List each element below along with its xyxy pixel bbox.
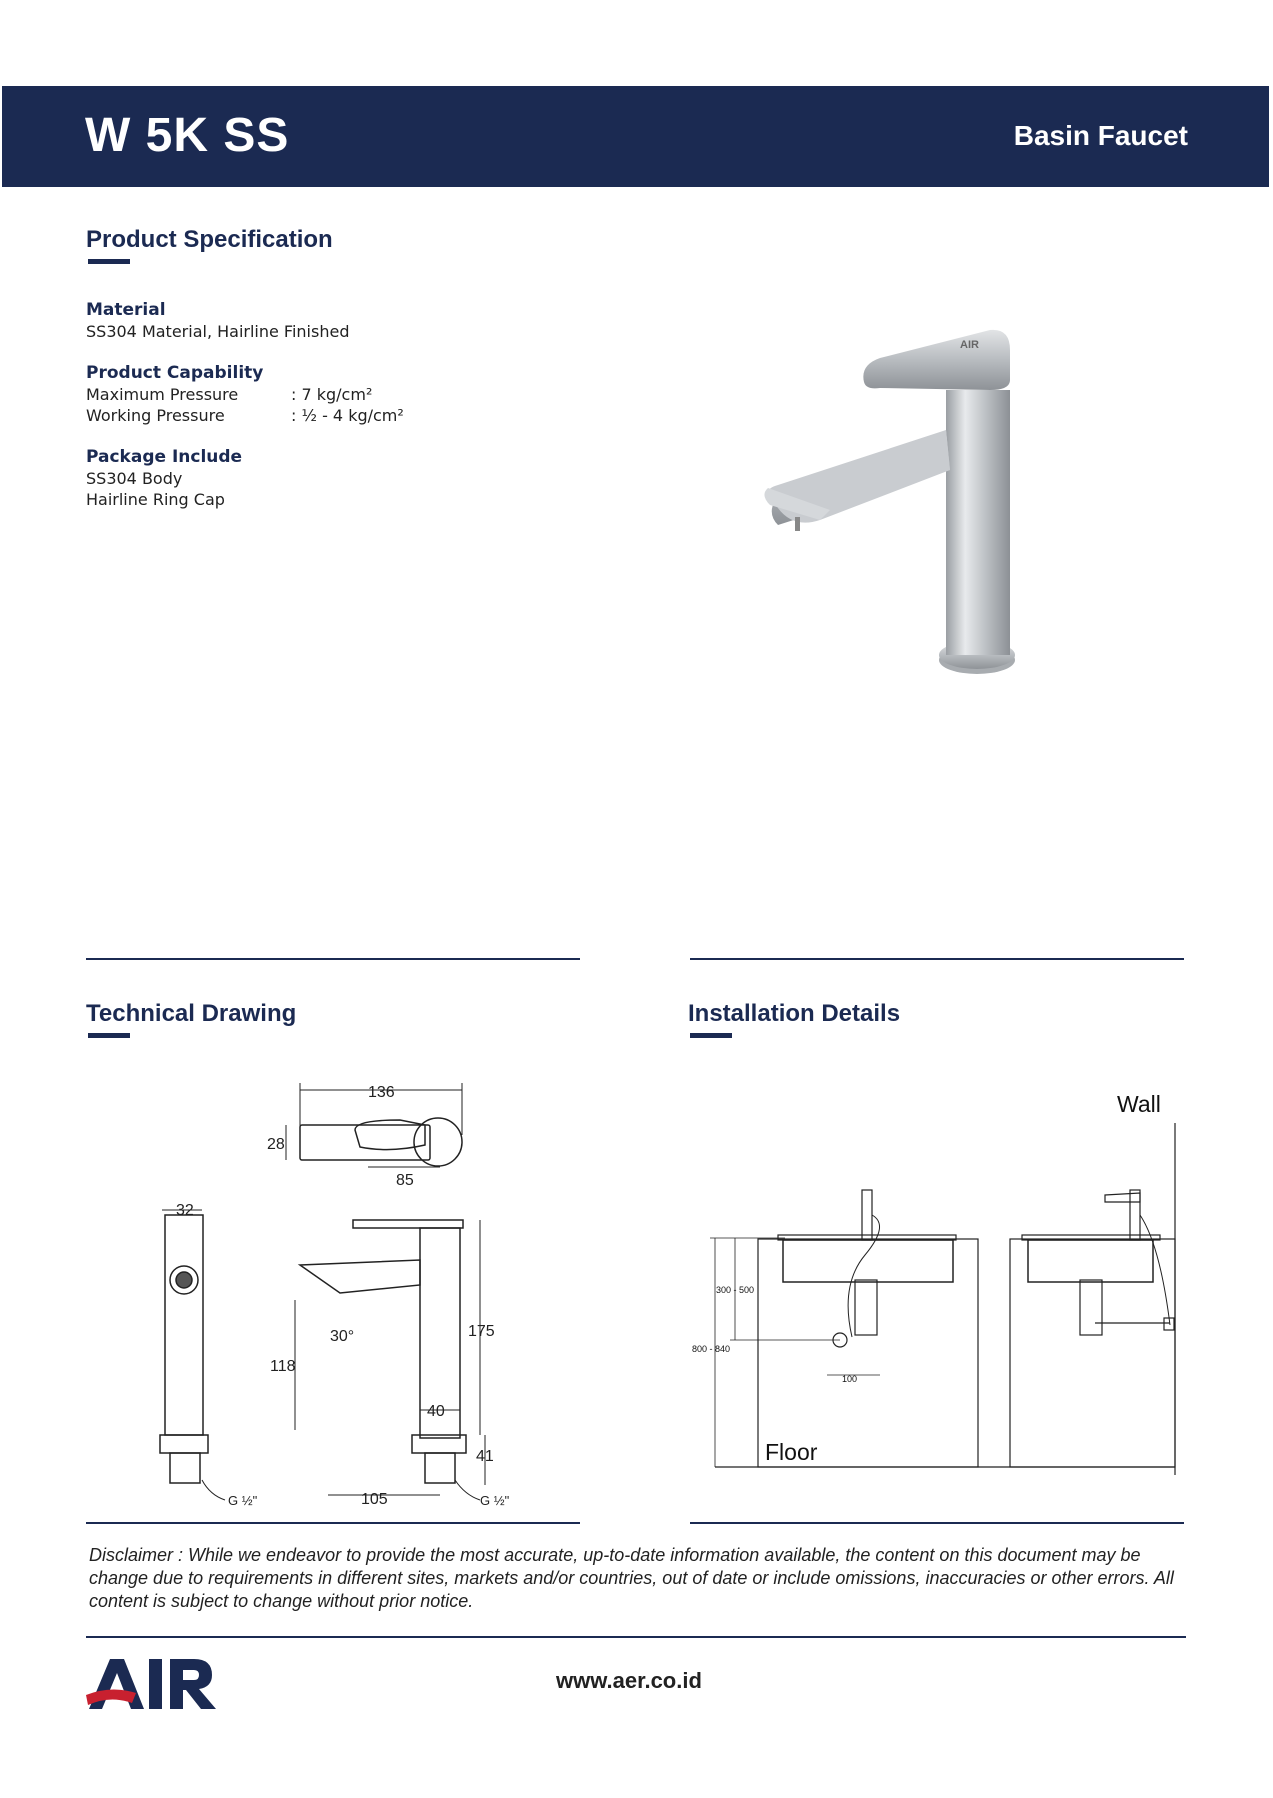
dim-30: 30°	[330, 1328, 354, 1345]
category-title: Basin Faucet	[1013, 120, 1188, 151]
website-link[interactable]: www.aer.co.id	[556, 1668, 702, 1693]
package-block: Package Include SS304 Body Hairline Ring…	[86, 447, 242, 510]
technical-drawing	[159, 1083, 486, 1501]
basin-faucet-photo: AIR	[764, 329, 1015, 674]
capability-heading: Product Capability	[86, 363, 264, 383]
header-band	[2, 86, 1269, 187]
svg-text:AIR: AIR	[960, 339, 979, 351]
divider-right-top	[690, 958, 1184, 960]
capability-block: Product Capability Maximum Pressure : 7 …	[86, 363, 404, 426]
work-pressure-value: : ½ - 4 kg/cm²	[291, 406, 404, 425]
installation-drawing	[710, 1123, 1176, 1475]
thread-label: G ½"	[480, 1493, 510, 1508]
max-pressure-row: Maximum Pressure : 7 kg/cm²	[86, 384, 404, 405]
technical-title-underline	[88, 1033, 130, 1038]
package-item: SS304 Body	[86, 469, 183, 488]
dim-41: 41	[476, 1448, 494, 1465]
thread-label: G ½"	[228, 1493, 258, 1508]
material-value: SS304 Material, Hairline Finished	[86, 322, 350, 341]
dim-28: 28	[267, 1136, 285, 1153]
divider-right-bottom	[690, 1522, 1184, 1524]
dim-32: 32	[176, 1202, 194, 1219]
work-pressure-row: Working Pressure : ½ - 4 kg/cm²	[86, 405, 404, 426]
dim-136: 136	[368, 1084, 395, 1101]
installation-labels: Wall Floor 300 - 500 800 - 840 100	[692, 1091, 1161, 1465]
package-item: Hairline Ring Cap	[86, 490, 225, 509]
dim-105: 105	[361, 1491, 388, 1508]
dim-300-500: 300 - 500	[716, 1285, 754, 1295]
dim-175: 175	[468, 1323, 495, 1340]
max-pressure-value: : 7 kg/cm²	[291, 385, 373, 404]
dim-118: 118	[270, 1358, 296, 1375]
dim-85: 85	[396, 1172, 414, 1189]
package-heading: Package Include	[86, 447, 243, 467]
divider-left-top	[86, 958, 580, 960]
footer-divider	[86, 1636, 1186, 1638]
model-title: W 5K SS	[85, 109, 290, 162]
disclaimer-text: Disclaimer : While we endeavor to provid…	[89, 1545, 1174, 1611]
installation-title: Installation Details	[688, 1000, 901, 1027]
work-pressure-label: Working Pressure	[86, 406, 225, 425]
floor-label: Floor	[765, 1439, 818, 1465]
material-block: Material SS304 Material, Hairline Finish…	[86, 300, 349, 342]
dim-40: 40	[427, 1403, 445, 1420]
technical-title: Technical Drawing	[86, 1000, 297, 1027]
dim-100: 100	[842, 1374, 857, 1384]
material-heading: Material	[86, 300, 166, 320]
spec-title-underline	[88, 259, 130, 264]
divider-left-bottom	[86, 1522, 580, 1524]
dim-800-840: 800 - 840	[692, 1344, 730, 1354]
air-logo	[86, 1659, 216, 1709]
technical-drawing-labels: 136 28 85 32 175 118 30° 40 41 105 G ½" …	[176, 1084, 510, 1508]
spec-title: Product Specification	[86, 226, 333, 253]
installation-title-underline	[690, 1033, 732, 1038]
max-pressure-label: Maximum Pressure	[86, 385, 239, 404]
wall-label: Wall	[1117, 1091, 1161, 1117]
